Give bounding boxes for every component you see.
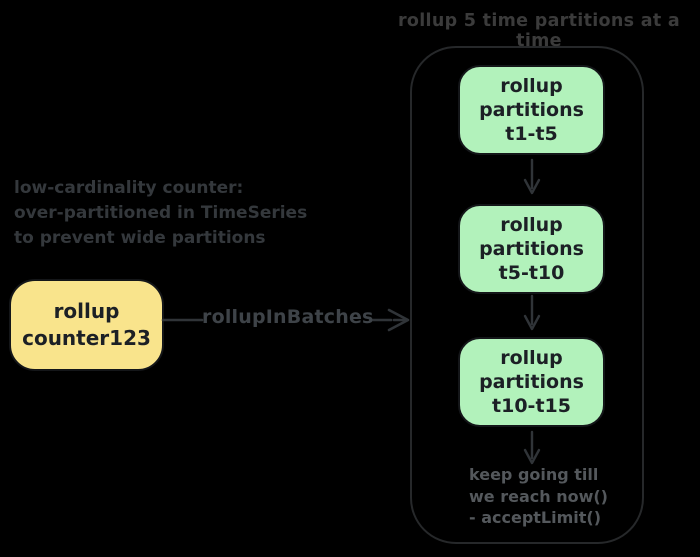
container-footnote: keep going till we reach now() - acceptL…: [469, 464, 644, 529]
footnote-line: keep going till: [469, 465, 599, 484]
note-line: over-partitioned in TimeSeries: [14, 203, 308, 223]
step-box-label: rollup: [500, 214, 563, 236]
step-box-t5-t10: rollup partitions t5-t10: [458, 204, 605, 294]
step-box-label: partitions: [479, 99, 584, 121]
footnote-line: we reach now(): [469, 486, 608, 506]
step-box-label: rollup: [500, 347, 563, 369]
note-line: to prevent wide partitions: [14, 228, 266, 248]
step-box-t10-t15: rollup partitions t10-t15: [458, 337, 605, 427]
step-box-label: t5-t10: [498, 262, 565, 284]
step-box-label: t10-t15: [492, 395, 571, 417]
left-note: low-cardinality counter: over-partitione…: [14, 176, 334, 251]
source-box-label: rollup: [53, 299, 120, 323]
step-box-t1-t5: rollup partitions t1-t5: [458, 65, 605, 155]
flow-arrow-right-icon: [161, 308, 410, 332]
step-box-label: partitions: [479, 238, 584, 260]
arrow-down-icon: [523, 294, 541, 331]
step-box-label: partitions: [479, 371, 584, 393]
arrow-down-icon: [523, 430, 541, 465]
step-box-label: t1-t5: [505, 123, 558, 145]
diagram-title: rollup 5 time partitions at a time: [397, 11, 681, 51]
step-box-label: rollup: [500, 75, 563, 97]
footnote-line: - acceptLimit(): [469, 508, 602, 527]
source-box: rollup counter123: [9, 279, 164, 371]
flow-arrow-label: rollupInBatches: [202, 306, 374, 328]
batch-container: [410, 46, 644, 544]
note-line: low-cardinality counter:: [14, 178, 244, 198]
arrow-down-icon: [523, 158, 541, 195]
source-box-label: counter123: [22, 326, 151, 350]
